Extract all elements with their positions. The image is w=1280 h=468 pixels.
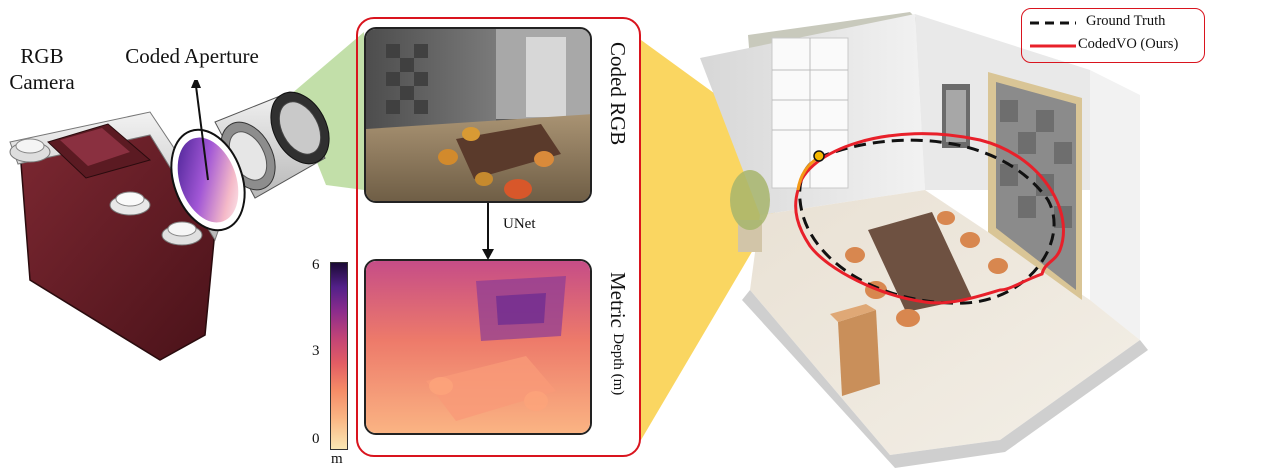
rgb-camera-label-line1: RGB xyxy=(20,44,64,68)
room-scene xyxy=(700,12,1148,468)
trajectory-legend: Ground Truth CodedVO (Ours) xyxy=(1021,8,1205,63)
metric-depth-image xyxy=(364,259,592,435)
metric-depth-label-main: Metric xyxy=(606,272,630,328)
colorbar-tick-mid: 3 xyxy=(312,343,320,359)
colorbar-tick-min: 0 xyxy=(312,431,320,447)
ground-truth-trajectory xyxy=(798,138,1056,305)
depth-colorbar xyxy=(330,262,348,450)
rgb-camera-label: RGB Camera xyxy=(6,43,78,95)
coded-rgb-label: Coded RGB xyxy=(606,42,630,146)
legend-ours-label: CodedVO (Ours) xyxy=(1078,36,1179,52)
start-point-marker xyxy=(813,150,825,162)
metric-depth-label: Metric Depth (m) xyxy=(605,272,630,395)
legend-gt-label: Ground Truth xyxy=(1086,13,1166,29)
legend-ours-line-icon xyxy=(1030,44,1076,48)
coded-rgb-image xyxy=(364,27,592,203)
unet-arrow-icon xyxy=(482,203,494,260)
colorbar-tick-max: 6 xyxy=(312,257,320,273)
colorbar-unit: m xyxy=(331,451,343,467)
rgb-camera-label-line2: Camera xyxy=(9,70,75,94)
pipeline-box xyxy=(356,17,641,457)
coded-aperture-label: Coded Aperture xyxy=(125,44,259,68)
unet-label: UNet xyxy=(503,216,536,232)
codedvo-trajectory xyxy=(794,132,1065,305)
rgb-camera-illustration xyxy=(9,80,330,361)
legend-gt-line-icon xyxy=(1030,21,1076,25)
camera-frustum-green xyxy=(290,32,364,190)
metric-depth-label-small: Depth (m) xyxy=(610,333,626,396)
